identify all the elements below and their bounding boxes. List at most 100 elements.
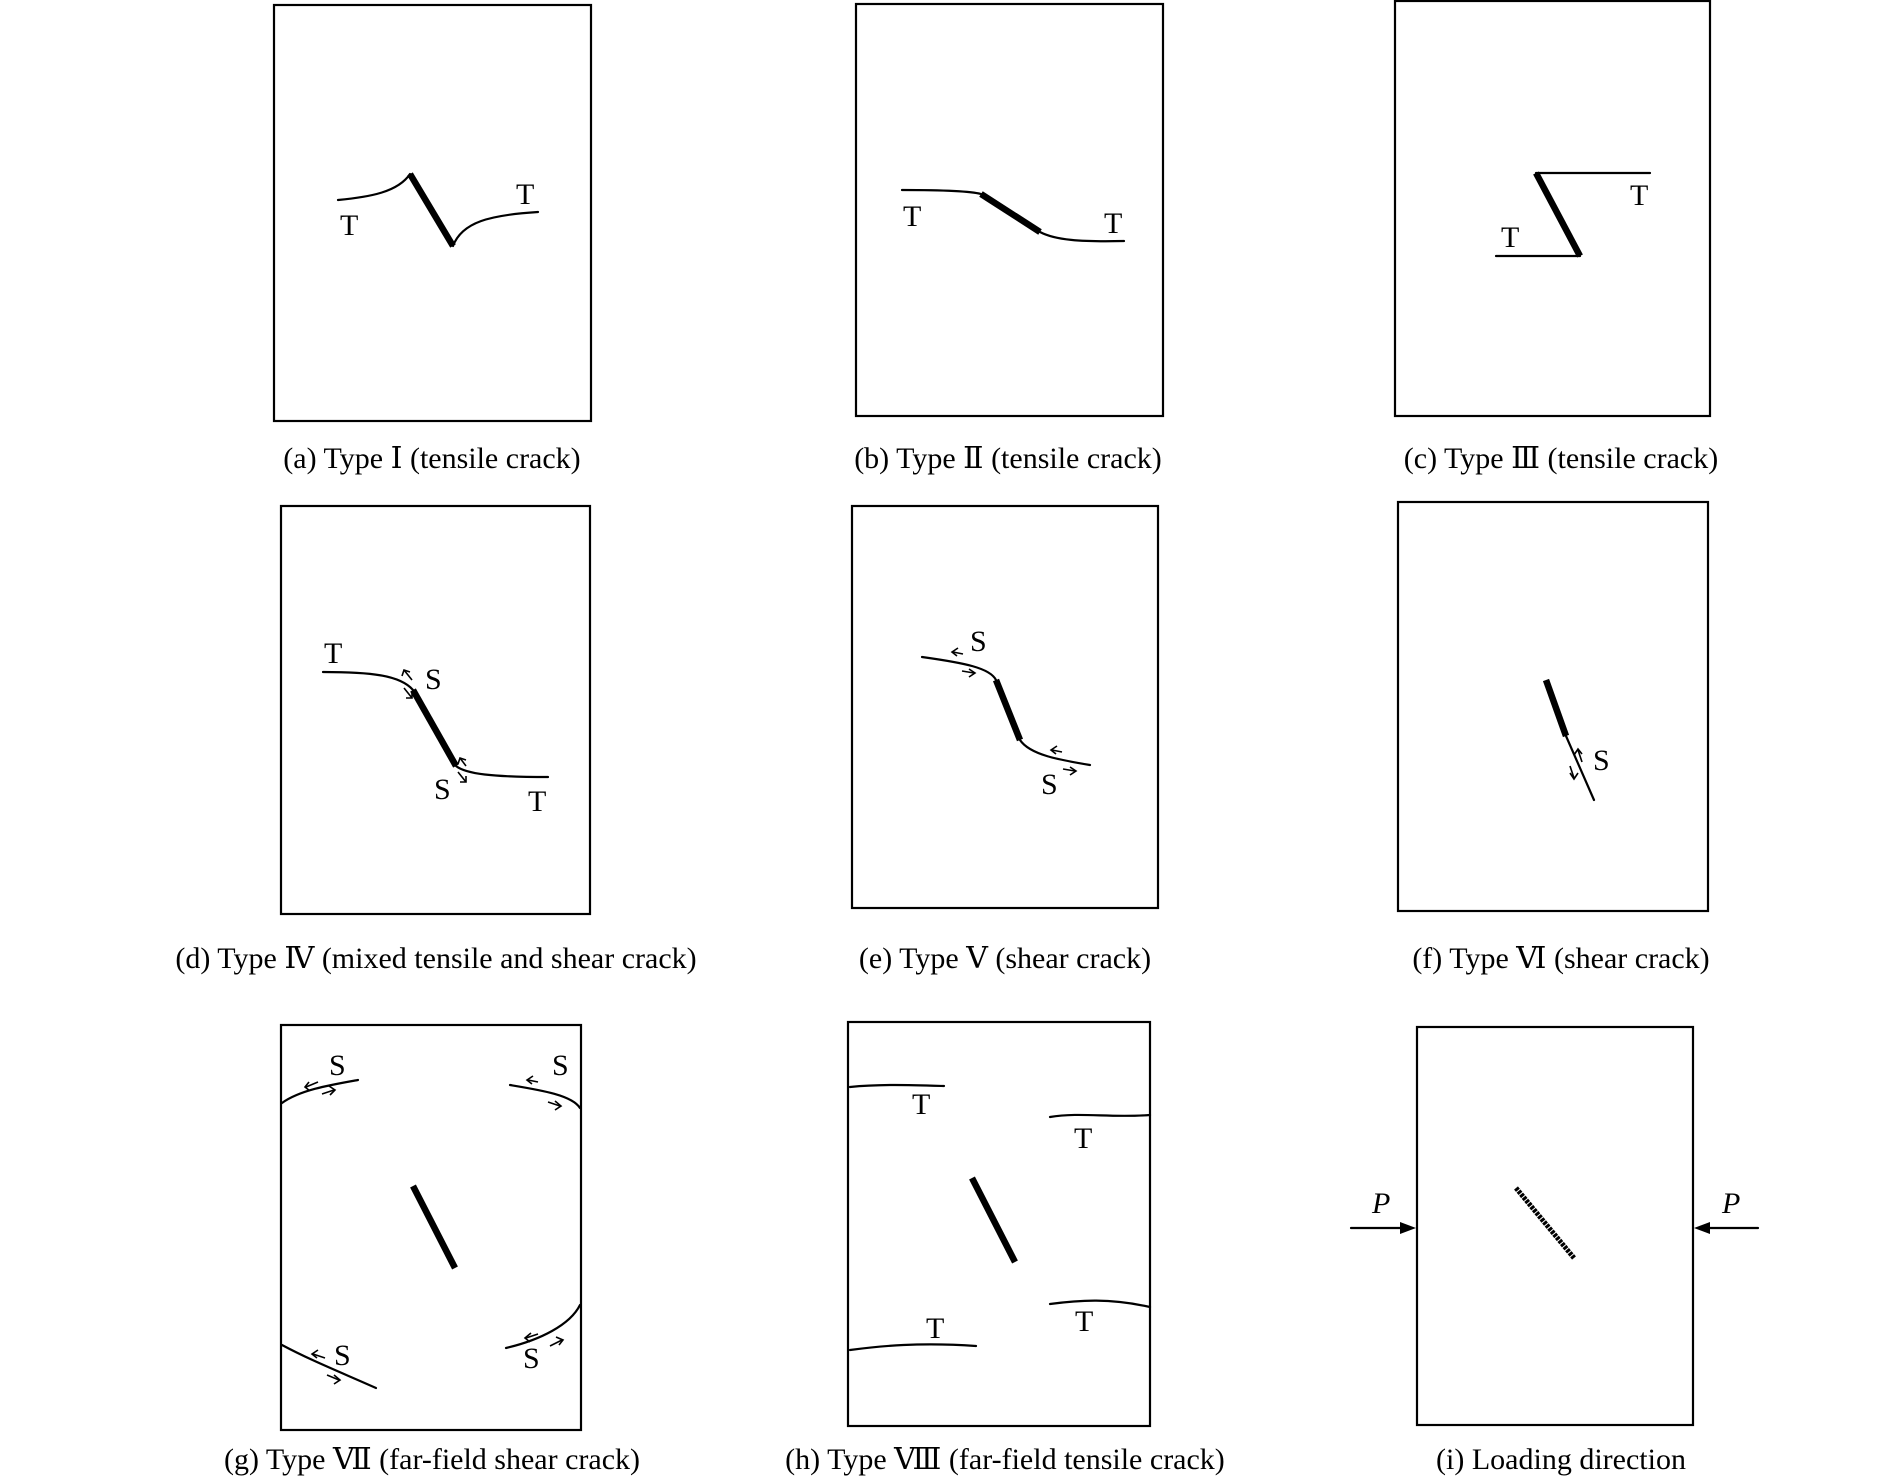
shear-extension-f — [1564, 734, 1596, 802]
shear-arrowhead-down-d1 — [406, 692, 413, 699]
shear-crack-bottom-left-g — [280, 1343, 378, 1390]
caption-e: (e) Type Ⅴ (shear crack) — [859, 942, 1151, 975]
arrow-tr-g1 — [527, 1079, 539, 1083]
arrowhead-tl-g2 — [328, 1085, 337, 1096]
tensile-wing-left-d — [321, 670, 415, 692]
tensile-crack-bottom-right-h — [1048, 1299, 1152, 1309]
flaw-g — [410, 1184, 458, 1270]
arrowhead-br-g2 — [555, 1336, 565, 1346]
tensile-crack-bottom-left-h — [848, 1343, 978, 1352]
caption-b: (b) Type Ⅱ (tensile crack) — [854, 442, 1162, 475]
panel-e: S S (e) Type Ⅴ (shear crack) — [850, 504, 1160, 975]
caption-a: (a) Type Ⅰ (tensile crack) — [283, 442, 580, 475]
label-s-bottom-left-g: S — [334, 1339, 351, 1372]
label-s-bottom-right-g: S — [523, 1342, 540, 1375]
flaw-a — [407, 172, 456, 248]
arrowhead-tr-g1 — [525, 1075, 534, 1085]
label-s-top-left-g: S — [329, 1049, 346, 1082]
specimen-box-d — [279, 504, 592, 916]
specimen-box-f — [1396, 500, 1710, 913]
panel-g: S S S S (g) Type Ⅶ (far-field shear crac… — [224, 1023, 640, 1476]
load-arrowhead-right — [1694, 1222, 1710, 1234]
shear-arrowhead-left-e2 — [1049, 745, 1058, 755]
specimen-box-e — [850, 504, 1160, 910]
caption-c: (c) Type Ⅲ (tensile crack) — [1404, 442, 1718, 475]
flaw-h — [969, 1176, 1018, 1264]
panel-c: T T (c) Type Ⅲ (tensile crack) — [1393, 0, 1718, 475]
label-t-bottom-right-h: T — [1075, 1305, 1093, 1338]
caption-f: (f) Type Ⅵ (shear crack) — [1412, 942, 1709, 975]
specimen-box-g — [279, 1023, 583, 1432]
label-t-left-a: T — [340, 209, 358, 242]
tensile-wing-right-b — [1038, 230, 1126, 243]
specimen-box-c — [1393, 0, 1712, 418]
panel-i: P P (i) Loading direction — [1349, 1025, 1760, 1476]
arrow-tl-g1 — [305, 1081, 319, 1088]
shear-arrow-up-d2 — [459, 757, 467, 767]
label-t-top-right-h: T — [1074, 1122, 1092, 1155]
label-t-right-b: T — [1104, 207, 1122, 240]
shear-arrow-up-f — [1577, 749, 1583, 763]
caption-i: (i) Loading direction — [1436, 1443, 1686, 1476]
label-t-right-c: T — [1630, 179, 1648, 212]
panel-a: T T (a) Type Ⅰ (tensile crack) — [272, 3, 593, 475]
arrow-tr-g2 — [547, 1101, 561, 1107]
shear-arrow-right-e2 — [1062, 768, 1076, 772]
label-t-bottom-left-h: T — [926, 1312, 944, 1345]
panel-h: T T T T (h) Type Ⅷ (far-field tensile cr… — [785, 1020, 1225, 1476]
shear-wing-right-e — [1018, 738, 1092, 767]
tensile-wing-left-b — [900, 188, 983, 196]
flaw-d — [410, 688, 459, 768]
tensile-crack-top-right-h — [1048, 1113, 1152, 1119]
flaw-b — [979, 191, 1042, 235]
arrow-bl-g2 — [326, 1374, 340, 1381]
panel-b: T T (b) Type Ⅱ (tensile crack) — [854, 2, 1165, 475]
shear-arrow-down-d1 — [403, 687, 413, 699]
label-t-right-d: T — [528, 785, 546, 818]
label-t-right-a: T — [516, 178, 534, 211]
arrow-bl-g1 — [312, 1353, 326, 1359]
label-s-f: S — [1593, 744, 1610, 777]
load-arrowhead-left — [1400, 1222, 1416, 1234]
shear-crack-top-right-g — [508, 1083, 582, 1110]
tensile-wing-left-a — [336, 172, 412, 202]
label-t-left-b: T — [903, 200, 921, 233]
flaw-c — [1533, 171, 1583, 258]
shear-arrowhead-left-e1 — [950, 647, 959, 657]
label-s-lower-e: S — [1041, 768, 1058, 801]
arrowhead-tl-g1 — [303, 1081, 311, 1092]
arrowhead-tr-g2 — [554, 1100, 563, 1111]
shear-arrow-up-d1 — [403, 669, 413, 681]
specimen-box-b — [854, 2, 1165, 418]
flaw-e — [992, 678, 1024, 742]
shear-arrow-left-e1 — [952, 651, 964, 655]
label-p-right-i: P — [1721, 1187, 1740, 1220]
arrow-br-g2 — [549, 1339, 563, 1347]
shear-arrow-down-f — [1569, 765, 1575, 779]
caption-g: (g) Type Ⅶ (far-field shear crack) — [224, 1443, 640, 1476]
label-s-upper-d: S — [425, 663, 442, 696]
shear-arrowhead-up-f — [1573, 747, 1583, 756]
tensile-wing-right-a — [451, 210, 540, 248]
tensile-wing-right-d — [454, 764, 550, 779]
shear-arrowhead-up-d2 — [457, 756, 467, 765]
shear-arrowhead-right-e1 — [968, 668, 977, 678]
label-s-top-right-g: S — [552, 1049, 569, 1082]
panel-f: S (f) Type Ⅵ (shear crack) — [1396, 500, 1710, 975]
arrowhead-bl-g2 — [333, 1374, 342, 1385]
shear-arrowhead-down-f — [1569, 772, 1579, 781]
label-p-left-i: P — [1371, 1187, 1390, 1220]
shear-arrow-left-e2 — [1051, 749, 1063, 753]
label-t-top-left-h: T — [912, 1088, 930, 1121]
flaw-i — [1514, 1186, 1576, 1260]
caption-d: (d) Type Ⅳ (mixed tensile and shear crac… — [175, 942, 696, 975]
shear-crack-bottom-right-g — [504, 1303, 582, 1350]
shear-arrowhead-up-d1 — [401, 668, 411, 677]
shear-arrow-right-e1 — [961, 670, 975, 674]
specimen-box-a — [272, 3, 593, 423]
label-s-lower-d: S — [434, 773, 451, 806]
arrow-tl-g2 — [321, 1089, 335, 1095]
shear-arrowhead-down-d2 — [460, 776, 467, 783]
tensile-crack-top-left-h — [848, 1083, 946, 1089]
